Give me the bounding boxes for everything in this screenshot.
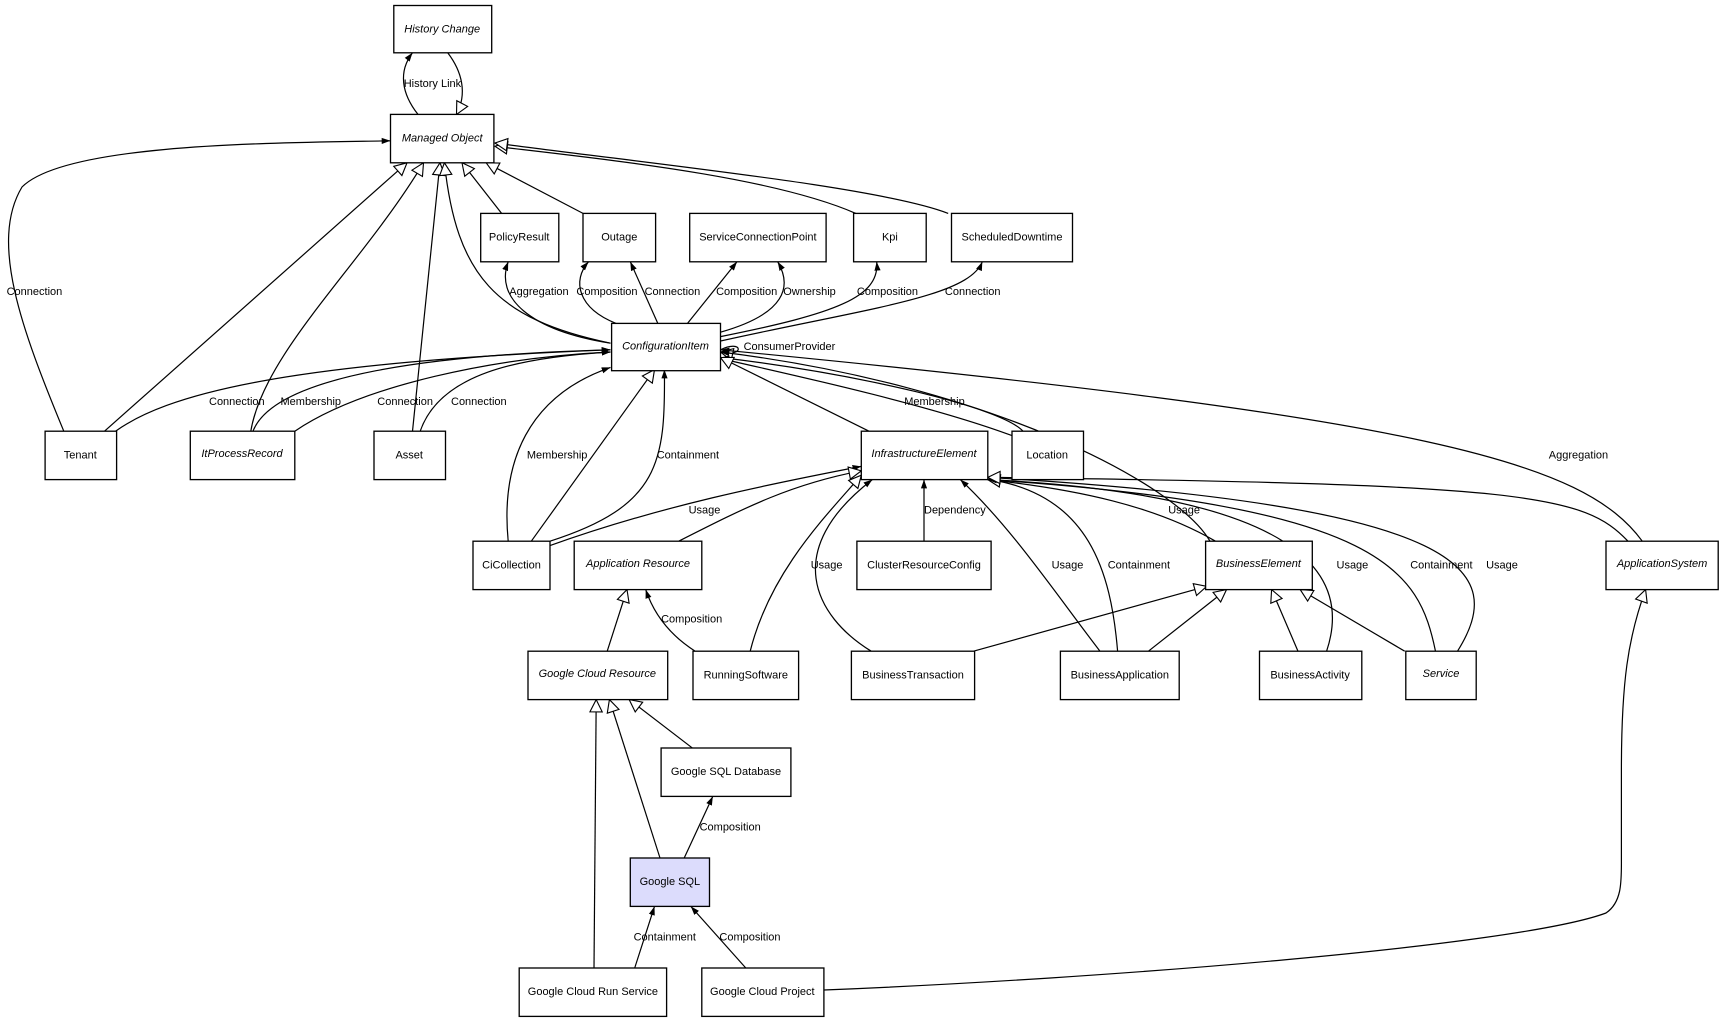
node-label: Service <box>1423 668 1460 680</box>
edge-label: Connection <box>377 396 433 408</box>
node-asset[interactable]: Asset <box>373 430 447 481</box>
node-label: Google SQL <box>640 876 701 888</box>
node-label: Location <box>1026 449 1068 461</box>
node-label: PolicyResult <box>489 232 550 244</box>
node-label: InfrastructureElement <box>871 448 977 460</box>
edge-label: Composition <box>661 614 722 626</box>
node-label: ClusterResourceConfig <box>867 559 981 571</box>
node-label: Application Resource <box>585 558 690 570</box>
node-business-element[interactable]: BusinessElement <box>1204 540 1313 591</box>
node-google-cloud-resource[interactable]: Google Cloud Resource <box>527 650 669 701</box>
edge-cicollection-relationships <box>506 366 862 547</box>
edge-label: Composition <box>716 286 777 298</box>
node-label: Google Cloud Resource <box>539 668 656 680</box>
node-label: Managed Object <box>402 133 484 145</box>
node-label: Outage <box>601 232 637 244</box>
node-running-software[interactable]: RunningSoftware <box>692 650 800 701</box>
edge-label: Usage <box>1052 560 1084 572</box>
node-location[interactable]: Location <box>1011 430 1085 481</box>
edge-label: Containment <box>1108 560 1170 572</box>
edge-label: Composition <box>719 932 780 944</box>
edge-label: Membership <box>527 450 588 462</box>
edge-label: Membership <box>904 396 965 408</box>
edge-tenant-managed-object-connection <box>7 137 391 432</box>
edge-label: Containment <box>634 932 696 944</box>
node-label: BusinessApplication <box>1071 669 1169 681</box>
node-label: Tenant <box>64 449 97 461</box>
edge-label: Usage <box>1486 560 1518 572</box>
node-kpi[interactable]: Kpi <box>852 212 927 263</box>
node-label: Google Cloud Run Service <box>528 986 658 998</box>
edge-label: Connection <box>451 396 507 408</box>
node-label: BusinessElement <box>1216 558 1302 570</box>
node-outage[interactable]: Outage <box>582 212 657 263</box>
node-label: RunningSoftware <box>704 669 788 681</box>
edge-label: Membership <box>280 396 341 408</box>
edge-label: Usage <box>1168 505 1200 517</box>
node-label: Asset <box>395 449 423 461</box>
edge-label: Aggregation <box>509 286 568 298</box>
node-label: History Change <box>404 24 480 36</box>
node-business-transaction[interactable]: BusinessTransaction <box>850 650 976 701</box>
edge-label: Connection <box>645 286 701 298</box>
edge-label: History Link <box>404 78 462 90</box>
edge-label: Composition <box>700 822 761 834</box>
node-label: CiCollection <box>482 559 541 571</box>
node-google-sql[interactable]: Google SQL <box>629 857 711 908</box>
edge-label: Usage <box>689 505 721 517</box>
node-cluster-resource-config[interactable]: ClusterResourceConfig <box>856 540 992 591</box>
edge-label: Composition <box>857 286 918 298</box>
node-scheduled-downtime[interactable]: ScheduledDowntime <box>950 212 1074 263</box>
edge-label: ConsumerProvider <box>744 341 836 353</box>
edge-label: Connection <box>209 396 265 408</box>
edge-history-link <box>402 52 462 115</box>
edge-label: Usage <box>811 560 843 572</box>
node-it-process-record[interactable]: ItProcessRecord <box>189 430 296 481</box>
edge-label: Connection <box>945 286 1001 298</box>
node-label: Google Cloud Project <box>710 986 815 998</box>
node-configuration-item[interactable]: ConfigurationItem <box>610 322 722 372</box>
edge-label: Connection <box>7 286 63 298</box>
edge-label: Ownership <box>783 286 836 298</box>
edge-to-business-element <box>973 586 1406 652</box>
node-google-cloud-run-service[interactable]: Google Cloud Run Service <box>518 967 668 1018</box>
node-label: ApplicationSystem <box>1616 558 1707 570</box>
node-policy-result[interactable]: PolicyResult <box>480 212 560 263</box>
edge-google-cloud-hierarchy <box>594 590 1646 991</box>
edge-ci-top-relationships <box>502 261 983 353</box>
node-label: ScheduledDowntime <box>962 232 1063 244</box>
edge-generalization-to-managed-object <box>104 143 949 432</box>
node-managed-object[interactable]: Managed Object <box>389 113 495 164</box>
node-service[interactable]: Service <box>1405 650 1477 701</box>
node-google-sql-database[interactable]: Google SQL Database <box>660 747 792 798</box>
node-business-activity[interactable]: BusinessActivity <box>1258 650 1363 701</box>
node-history-change[interactable]: History Change <box>393 4 493 54</box>
edge-label: Composition <box>576 286 637 298</box>
node-label: Google SQL Database <box>671 766 781 778</box>
node-google-cloud-project[interactable]: Google Cloud Project <box>701 967 825 1018</box>
node-label: BusinessTransaction <box>862 669 964 681</box>
node-infrastructure-element[interactable]: InfrastructureElement <box>860 430 989 481</box>
node-label: ServiceConnectionPoint <box>699 232 816 244</box>
node-service-connection-point[interactable]: ServiceConnectionPoint <box>689 212 827 263</box>
node-label: ItProcessRecord <box>201 448 283 460</box>
node-tenant[interactable]: Tenant <box>44 430 118 481</box>
edge-label: Containment <box>1410 560 1472 572</box>
node-application-resource[interactable]: Application Resource <box>573 540 703 591</box>
node-label: Kpi <box>882 232 898 244</box>
edge-label: Dependency <box>924 505 986 517</box>
node-business-application[interactable]: BusinessApplication <box>1059 650 1180 701</box>
node-label: BusinessActivity <box>1270 669 1350 681</box>
edge-label: Containment <box>657 450 719 462</box>
edge-label: Usage <box>1337 560 1369 572</box>
node-label: ConfigurationItem <box>622 340 709 352</box>
edge-label: Aggregation <box>1549 450 1608 462</box>
node-ci-collection[interactable]: CiCollection <box>472 540 551 591</box>
node-application-system[interactable]: ApplicationSystem <box>1605 540 1719 591</box>
